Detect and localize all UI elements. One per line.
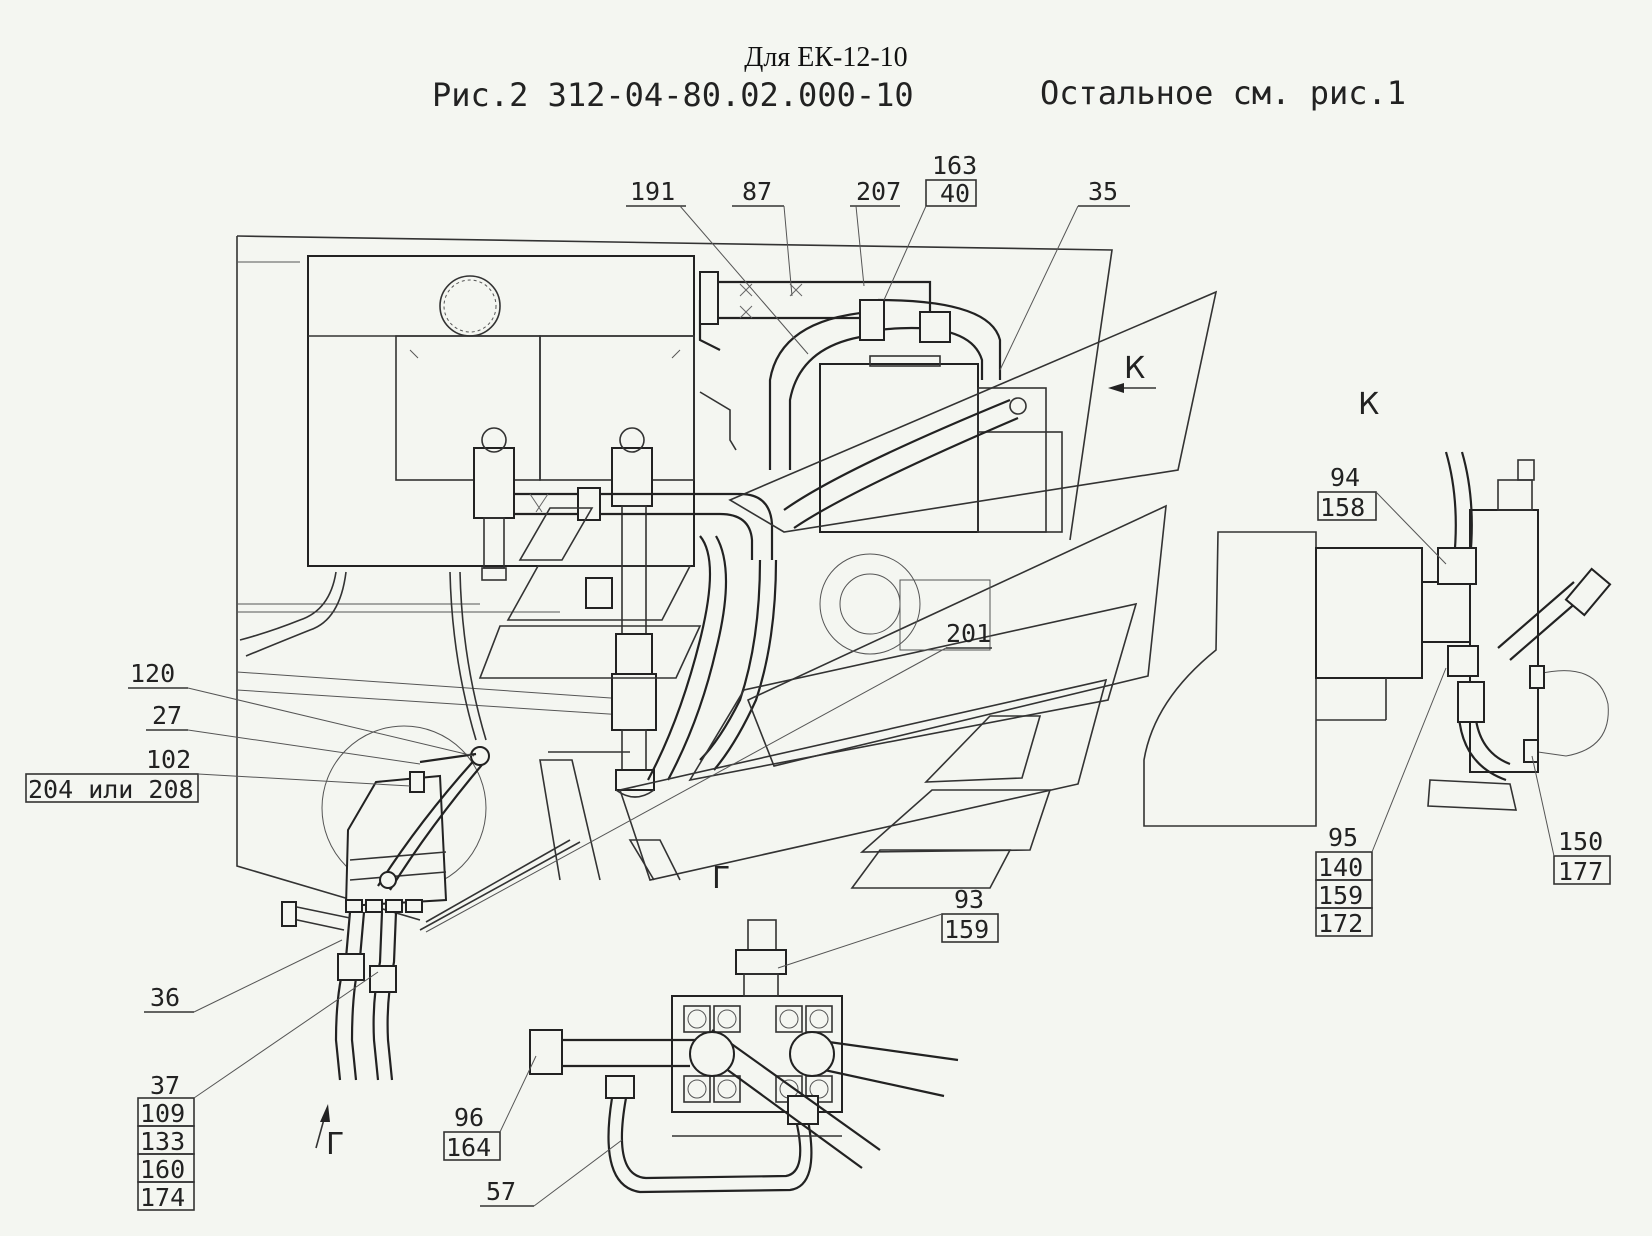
callout-96: 96 (454, 1103, 484, 1132)
main-view (236, 235, 1218, 1081)
callout-102: 102 (146, 745, 191, 774)
view-g-arrow-label: Г (326, 1127, 344, 1162)
callout-150: 150 (1558, 827, 1603, 856)
shaft-coupling (585, 505, 657, 798)
callout-36: 36 (150, 983, 180, 1012)
view-g-title: Г (712, 861, 730, 896)
callout-40: 40 (940, 179, 970, 208)
callout-133: 133 (140, 1127, 185, 1156)
callout-159-view-g: 159 (944, 915, 989, 944)
callout-177: 177 (1558, 857, 1603, 886)
callout-37: 37 (150, 1071, 180, 1100)
view-k (1143, 451, 1612, 827)
view-k-arrow: К (1108, 351, 1156, 393)
callout-204-or-208: 204 или 208 (28, 775, 194, 804)
view-k-arrow-label: К (1124, 351, 1145, 386)
callout-160: 160 (140, 1155, 185, 1184)
note-text: Остальное см. рис.1 (1040, 74, 1406, 112)
callout-94: 94 (1330, 463, 1360, 492)
hydraulic-tank (307, 255, 695, 567)
tank-valve-left (473, 427, 515, 581)
view-k-title: К (1358, 387, 1379, 422)
callout-158: 158 (1320, 493, 1365, 522)
pump-outlet-hoses (281, 901, 398, 1081)
filler-cap (439, 275, 501, 337)
callout-95: 95 (1328, 823, 1358, 852)
callout-163: 163 (932, 151, 977, 180)
callout-172: 172 (1318, 909, 1363, 938)
variant-title: Для ЕК-12-10 (744, 42, 907, 73)
callout-174: 174 (140, 1183, 185, 1212)
figure-title: Рис.2 312-04-80.02.000-10 (432, 76, 914, 114)
callout-140: 140 (1318, 853, 1363, 882)
callout-57: 57 (486, 1177, 516, 1206)
callout-120: 120 (130, 659, 175, 688)
callout-35: 35 (1088, 177, 1118, 206)
callout-27: 27 (152, 701, 182, 730)
top-hoses (698, 271, 1002, 470)
callout-87: 87 (742, 177, 772, 206)
callouts: 191 87 207 163 40 35 201 120 27 102 204 (25, 151, 1611, 1212)
chevron-markings (478, 290, 1218, 889)
view-g (529, 919, 959, 1194)
callout-201: 201 (946, 619, 991, 648)
callout-164: 164 (446, 1133, 491, 1162)
callout-159-view-k: 159 (1318, 881, 1363, 910)
view-g-arrow: Г (315, 1104, 344, 1162)
callout-109: 109 (140, 1099, 185, 1128)
callout-191: 191 (630, 177, 675, 206)
lower-pump (321, 725, 581, 931)
callout-207: 207 (856, 177, 901, 206)
bolt-heads (683, 1005, 833, 1103)
callout-93: 93 (954, 885, 984, 914)
